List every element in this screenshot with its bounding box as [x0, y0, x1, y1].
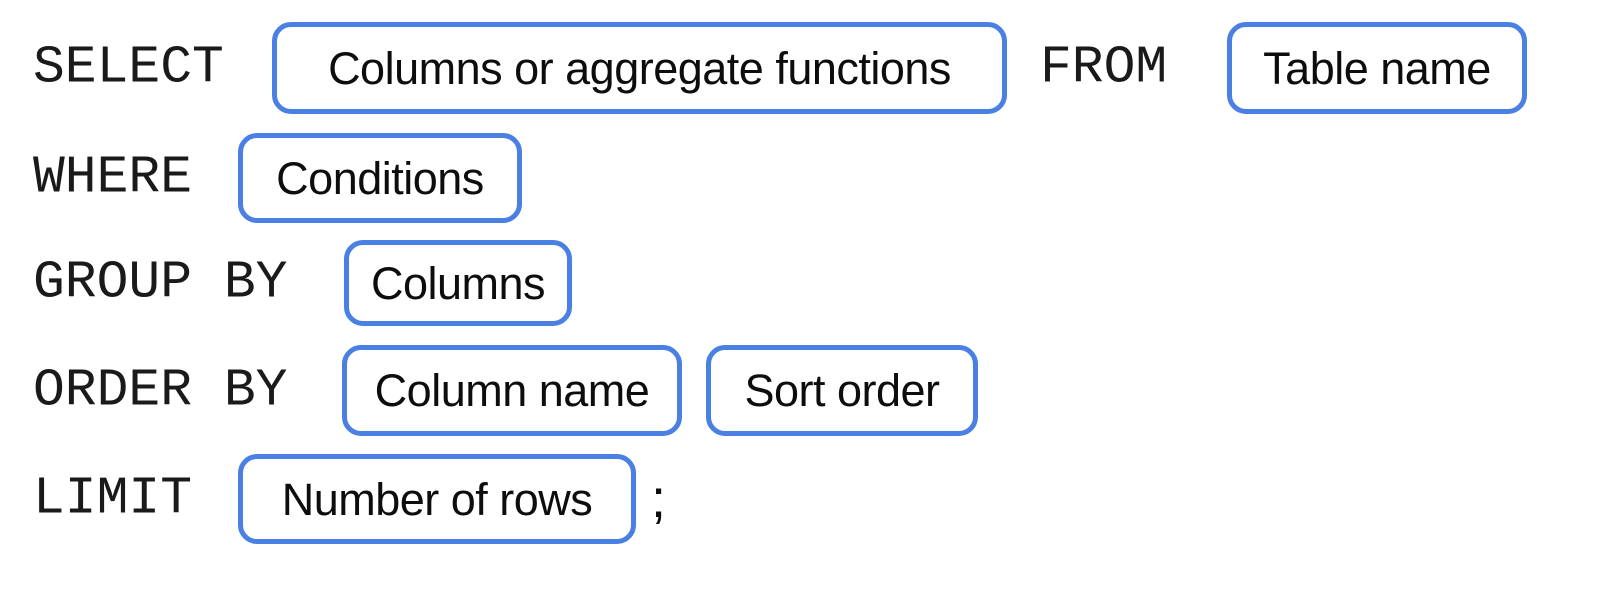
- placeholder-order-column-name[interactable]: Column name: [342, 345, 682, 436]
- placeholder-label: Sort order: [744, 365, 940, 416]
- placeholder-label: Conditions: [276, 152, 484, 204]
- placeholder-label: Column name: [374, 365, 650, 416]
- placeholder-group-columns[interactable]: Columns: [344, 240, 572, 326]
- sql-keyword-group-by: GROUP BY: [33, 252, 288, 313]
- placeholder-table-name[interactable]: Table name: [1227, 22, 1527, 114]
- placeholder-label: Table name: [1263, 42, 1491, 94]
- sql-clause-row-group-by: GROUP BY Columns: [0, 240, 1600, 326]
- sql-keyword-where: WHERE: [33, 147, 193, 208]
- placeholder-conditions[interactable]: Conditions: [238, 133, 522, 223]
- placeholder-label: Columns or aggregate functions: [328, 42, 951, 94]
- sql-clause-row-order-by: ORDER BY Column name Sort order: [0, 345, 1600, 436]
- sql-keyword-order-by: ORDER BY: [33, 360, 288, 420]
- placeholder-sort-order[interactable]: Sort order: [706, 345, 978, 436]
- placeholder-label: Number of rows: [281, 473, 593, 525]
- sql-clause-row-where: WHERE Conditions: [0, 133, 1600, 223]
- placeholder-number-of-rows[interactable]: Number of rows: [238, 454, 636, 544]
- sql-keyword-limit: LIMIT: [33, 468, 193, 529]
- placeholder-label: Columns: [370, 257, 546, 309]
- sql-clause-row-limit: LIMIT Number of rows ;: [0, 454, 1600, 544]
- sql-keyword-select: SELECT: [33, 37, 224, 98]
- sql-clause-row-select: SELECT Columns or aggregate functions FR…: [0, 22, 1600, 114]
- sql-keyword-from: FROM: [1040, 37, 1168, 98]
- placeholder-columns-or-aggregate-functions[interactable]: Columns or aggregate functions: [272, 22, 1007, 114]
- statement-terminator-semicolon: ;: [651, 469, 667, 529]
